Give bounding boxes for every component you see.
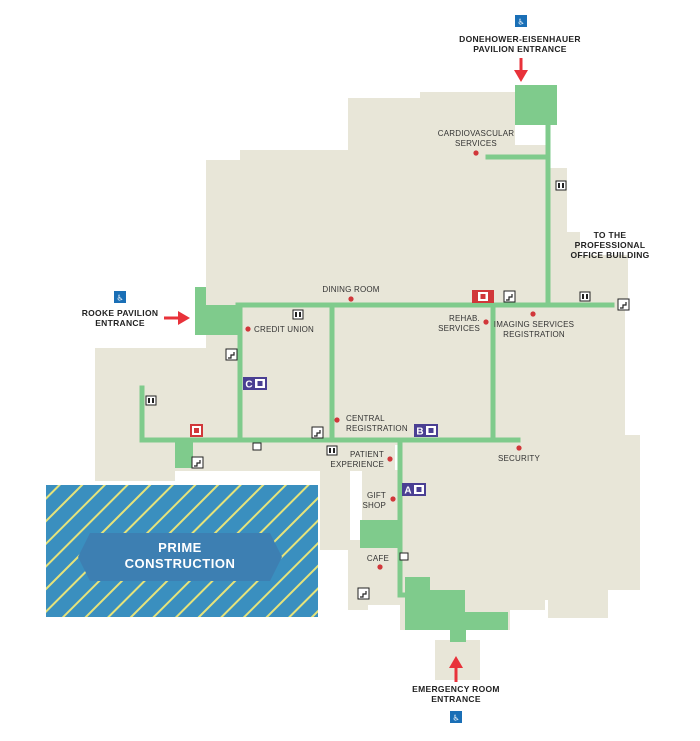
central-registration-dot (334, 417, 340, 423)
elevator-c-letter: C (245, 380, 252, 391)
svg-text:♿: ♿ (517, 18, 524, 27)
restroom-icon (555, 180, 567, 191)
patient-exp-label-line2: EXPERIENCE (330, 460, 384, 469)
donehower-label-line1: DONEHOWER-EISENHAUER (459, 34, 581, 44)
rehab-dot (483, 319, 489, 325)
stairs-icon (191, 456, 204, 469)
svg-text:♿: ♿ (116, 294, 123, 303)
entrance-arrows (164, 58, 528, 682)
location-dots (245, 150, 536, 570)
emergency-label-line2: ENTRANCE (431, 694, 481, 704)
gift-shop-label-line1: GIFT (367, 491, 386, 500)
elevator-a: A (402, 483, 426, 497)
imaging-label-line2: REGISTRATION (503, 330, 565, 339)
wheelchair-icon: ♿ (114, 291, 126, 303)
restroom-icon (145, 395, 157, 406)
credit-union-dot (245, 326, 251, 332)
elevators: A B C (190, 290, 494, 497)
cardiovascular-dot (473, 150, 479, 156)
cardiovascular-label-line1: CARDIOVASCULAR (438, 129, 514, 138)
rooke-arrow (164, 311, 190, 325)
central-reg-label-line1: CENTRAL (346, 414, 385, 423)
svg-text:♿: ♿ (452, 714, 459, 723)
construction-zone: PRIME CONSTRUCTION (46, 485, 318, 617)
emergency-label-line1: EMERGENCY ROOM (412, 684, 500, 694)
stairs-icon (617, 298, 630, 311)
wheelchair-icon: ♿ (450, 711, 462, 723)
location-labels: CARDIOVASCULAR SERVICES DINING ROOM CRED… (254, 129, 574, 563)
emergency-arrow (449, 656, 463, 682)
stairs-icon (503, 290, 516, 303)
restroom-icon (292, 309, 304, 320)
imaging-label-line1: IMAGING SERVICES (494, 320, 574, 329)
dining-dot (348, 296, 354, 302)
rehab-label-line1: REHAB. (449, 314, 480, 323)
security-dot (516, 445, 522, 451)
restroom-icons (145, 180, 591, 561)
imaging-dot (530, 311, 536, 317)
entrance-blocks (175, 85, 557, 642)
rooke-label-line2: ENTRANCE (95, 318, 145, 328)
dining-label: DINING ROOM (322, 285, 379, 294)
donehower-arrow (514, 58, 528, 82)
rooke-label-line1: ROOKE PAVILION (82, 308, 159, 318)
stairs-icons (191, 290, 630, 600)
elevator-b-letter: B (416, 427, 423, 438)
security-label: SECURITY (498, 454, 541, 463)
stairs-icon (311, 426, 324, 439)
elevator-c: C (243, 377, 267, 391)
central-reg-label-line2: REGISTRATION (346, 424, 408, 433)
elevator-a-letter: A (404, 486, 411, 497)
stairs-icon (225, 348, 238, 361)
restroom-icon (579, 291, 591, 302)
restroom-icon (326, 445, 338, 456)
cafe-dot (377, 564, 383, 570)
professional-label-line1: TO THE (594, 230, 627, 240)
credit-union-label: CREDIT UNION (254, 325, 314, 334)
patient-experience-dot (387, 456, 393, 462)
cafe-label: CAFE (367, 554, 389, 563)
corridors (139, 117, 615, 598)
cardiovascular-label-line2: SERVICES (455, 139, 497, 148)
restroom-icon (252, 442, 262, 451)
patient-exp-label-line1: PATIENT (350, 450, 384, 459)
professional-label-line3: OFFICE BUILDING (570, 250, 649, 260)
elevator-b: B (414, 424, 438, 438)
donehower-label-line2: PAVILION ENTRANCE (473, 44, 567, 54)
elevator-red-icon (472, 290, 494, 303)
rehab-label-line2: SERVICES (438, 324, 480, 333)
stairs-icon (357, 587, 370, 600)
entrance-labels: DONEHOWER-EISENHAUER PAVILION ENTRANCE R… (82, 34, 650, 704)
construction-label-line1: PRIME (158, 540, 202, 555)
gift-shop-dot (390, 496, 396, 502)
gift-shop-label-line2: SHOP (363, 501, 386, 510)
accessible-icons: ♿ ♿ ♿ (114, 15, 527, 723)
construction-label-line2: CONSTRUCTION (125, 556, 236, 571)
elevator-red-icon (190, 424, 203, 437)
professional-label-line2: PROFESSIONAL (575, 240, 646, 250)
restroom-icon (399, 552, 409, 561)
wheelchair-icon: ♿ (515, 15, 527, 27)
